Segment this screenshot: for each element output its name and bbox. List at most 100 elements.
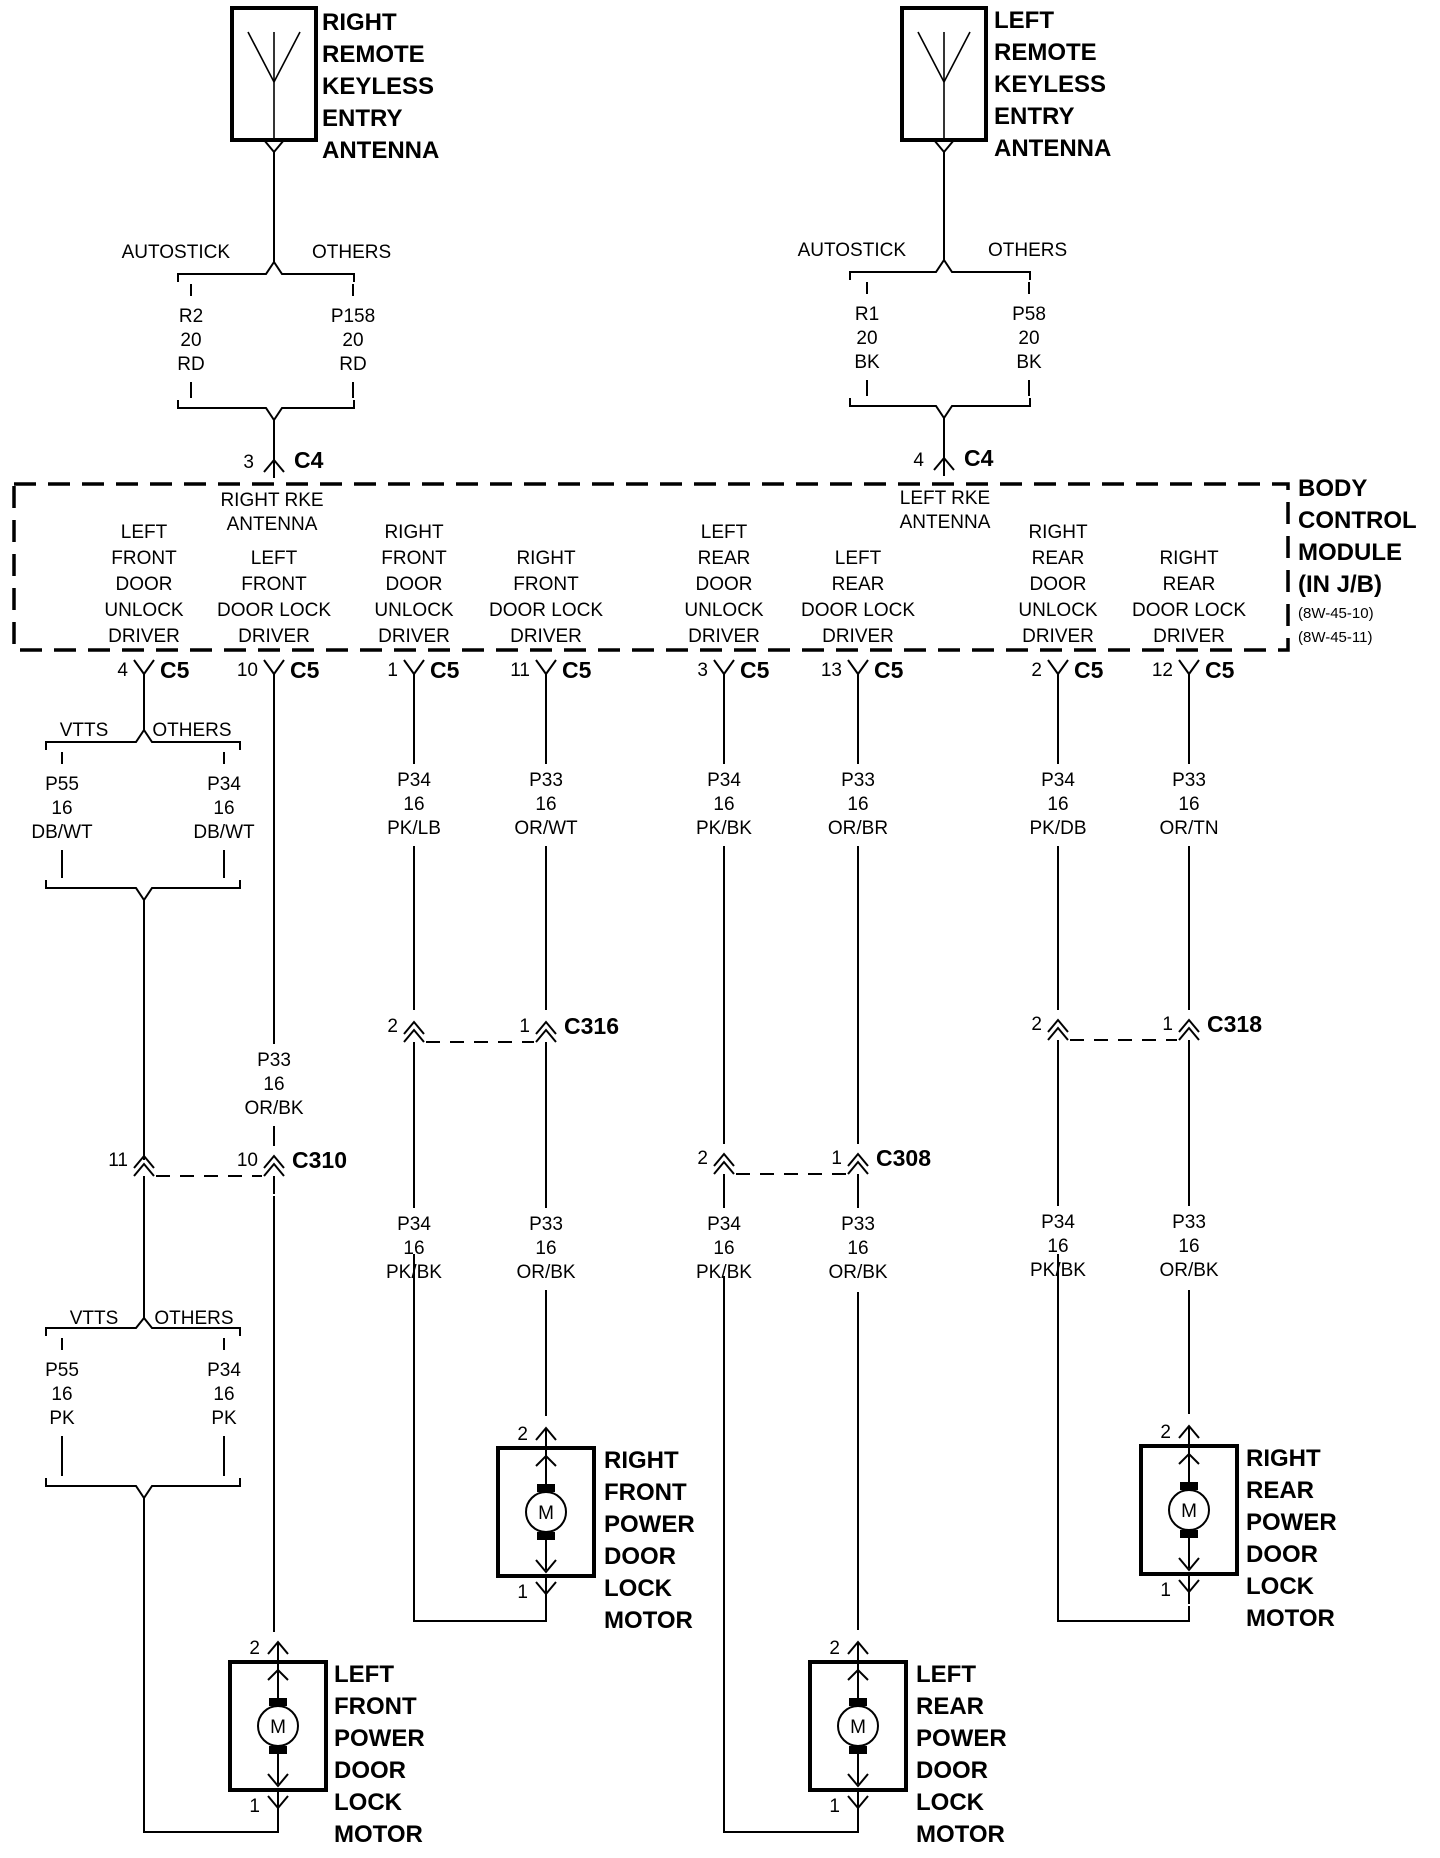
connector-name: C308 — [876, 1145, 931, 1171]
wire-circuit: P34 — [397, 770, 431, 791]
motor-label: POWER — [1246, 1509, 1337, 1536]
motor-label: LOCK — [1246, 1573, 1315, 1600]
connector-symbol — [713, 659, 735, 676]
pin-number: 1 — [387, 660, 398, 681]
wire-circuit: R1 — [855, 304, 879, 325]
driver-label: REAR — [1163, 574, 1216, 595]
motor-label: POWER — [334, 1725, 425, 1752]
connector-symbol — [1047, 1026, 1069, 1041]
pin-number: 1 — [517, 1582, 528, 1603]
right-antenna-label-4: ENTRY — [322, 105, 402, 132]
connector-symbol — [133, 1162, 155, 1177]
pin-number: 2 — [517, 1424, 528, 1445]
pin-number: 2 — [1160, 1422, 1171, 1443]
left-antenna-label-5: ANTENNA — [994, 135, 1111, 162]
driver-label: LEFT — [251, 548, 298, 569]
motor-label: LEFT — [334, 1661, 394, 1688]
driver-label: REAR — [1032, 548, 1085, 569]
connector-symbol — [535, 1020, 557, 1035]
bcm-label-2: CONTROL — [1298, 507, 1417, 534]
driver-label: FRONT — [241, 574, 307, 595]
wire-color: OR/BK — [244, 1098, 303, 1119]
pin-number: 1 — [829, 1796, 840, 1817]
wire-gauge: 20 — [856, 328, 877, 349]
driver-label: RIGHT — [1159, 548, 1219, 569]
driver-label: DRIVER — [238, 626, 310, 647]
connector-name: C5 — [874, 657, 904, 683]
wire-gauge: 16 — [1047, 1236, 1068, 1257]
connector-name: C5 — [740, 657, 770, 683]
driver-label: DOOR — [1030, 574, 1087, 595]
connector-symbol — [133, 659, 155, 676]
connector-symbol — [1178, 1557, 1200, 1572]
driver-label: LEFT — [835, 548, 882, 569]
connector-name: C5 — [430, 657, 460, 683]
driver-label: LEFT — [701, 522, 748, 543]
motor-brush — [537, 1484, 555, 1492]
wire-circuit: R2 — [179, 306, 203, 327]
wire-color: PK/LB — [387, 818, 441, 839]
driver-label: FRONT — [381, 548, 447, 569]
wire-gauge: 16 — [535, 794, 556, 815]
pin-number: 2 — [1031, 1014, 1042, 1035]
c4-connector-right-antenna: 3 C4 RIGHT RKE ANTENNA — [220, 447, 323, 535]
pin-number: 11 — [510, 660, 530, 681]
wire-gauge: 16 — [51, 798, 72, 819]
connector-symbol — [1178, 1452, 1200, 1465]
pin-number: 1 — [831, 1148, 842, 1169]
wire-gauge: 16 — [403, 1238, 424, 1259]
pin-number: 1 — [249, 1796, 260, 1817]
connector-symbol — [535, 659, 557, 676]
motor-label: LEFT — [916, 1661, 976, 1688]
wire-gauge: 16 — [713, 794, 734, 815]
driver-label: UNLOCK — [1018, 600, 1098, 621]
pin-number: 3 — [697, 660, 708, 681]
driver-label: RIGHT — [384, 522, 444, 543]
driver-label: RIGHT — [1028, 522, 1088, 543]
motor-label: REAR — [1246, 1477, 1314, 1504]
motor-label: RIGHT — [1246, 1445, 1321, 1472]
left-antenna-label-3: KEYLESS — [994, 71, 1106, 98]
driver-label: DRIVER — [378, 626, 450, 647]
motor-brush — [849, 1746, 867, 1754]
wire-circuit: P33 — [841, 1214, 875, 1235]
pin-number: 13 — [821, 660, 842, 681]
left-antenna-label-4: ENTRY — [994, 103, 1074, 130]
driver-label: DOOR LOCK — [801, 600, 915, 621]
option-others: OTHERS — [312, 242, 391, 263]
driver-label: DRIVER — [510, 626, 582, 647]
wire-circuit: P34 — [207, 1360, 241, 1381]
lr-unlock-return-wire — [723, 1276, 859, 1833]
wire-circuit: P33 — [1172, 1212, 1206, 1233]
wire-gauge: 16 — [535, 1238, 556, 1259]
rf-unlock-return-wire — [413, 1254, 547, 1622]
circuit-label: LEFT RKE — [900, 488, 990, 509]
driver-label: DRIVER — [1022, 626, 1094, 647]
connector-name: C4 — [964, 445, 994, 471]
driver-label: DOOR — [386, 574, 443, 595]
right-antenna-option-splice: AUTOSTICK OTHERS R2 20 RD P158 20 RD — [122, 242, 391, 462]
wire-circuit: P34 — [707, 770, 741, 791]
wire-gauge: 16 — [1047, 794, 1068, 815]
connector-symbol — [713, 1152, 735, 1167]
wire-color: OR/BK — [1159, 1260, 1218, 1281]
wire-color: OR/BK — [516, 1262, 575, 1283]
connector-name: C316 — [564, 1013, 619, 1039]
bcm-label-3: MODULE — [1298, 539, 1402, 566]
wire-color: OR/WT — [514, 818, 578, 839]
connector-name: C5 — [160, 657, 190, 683]
pin-number: 11 — [108, 1150, 128, 1171]
motor-label: DOOR — [1246, 1541, 1318, 1568]
driver-label: REAR — [832, 574, 885, 595]
driver-label: UNLOCK — [104, 600, 184, 621]
connector-symbol — [403, 1020, 425, 1035]
lf-unlock-option-splice-bottom: VTTS OTHERS P55 16 PK P34 16 PK — [45, 1308, 241, 1500]
connector-symbol — [263, 1162, 285, 1177]
wire-circuit: P33 — [257, 1050, 291, 1071]
driver-label: DOOR — [696, 574, 753, 595]
driver-label: RIGHT — [516, 548, 576, 569]
motor-brush — [1180, 1482, 1198, 1490]
pin-number: 1 — [1160, 1580, 1171, 1601]
motor-label: LOCK — [604, 1575, 673, 1602]
pin-number: 12 — [1152, 660, 1173, 681]
